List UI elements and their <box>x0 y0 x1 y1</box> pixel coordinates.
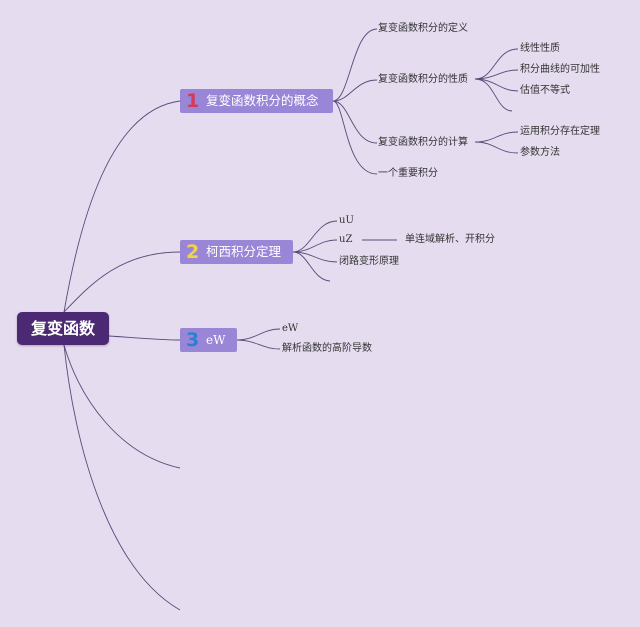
connector-comp-1 <box>474 131 519 143</box>
connector-b1-important <box>332 100 378 175</box>
branch-3-number: 3 <box>186 329 200 351</box>
connector-root-branch1 <box>63 100 181 313</box>
uZ-detail[interactable]: 单连域解析、开积分 <box>405 234 495 245</box>
branch-2-number: 2 <box>186 241 200 263</box>
connector-root-branch2 <box>63 251 181 313</box>
connector-b2-closed <box>292 251 338 263</box>
connector-b1-properties <box>332 79 378 102</box>
connector-b3-eW <box>236 328 281 341</box>
connector-root-branch3 <box>108 335 181 341</box>
connector-b1-definition <box>332 28 378 102</box>
connector-root-empty-1 <box>63 344 181 469</box>
b1-child-properties[interactable]: 复变函数积分的性质 <box>378 74 468 85</box>
root-node[interactable]: 复变函数 <box>17 312 109 345</box>
branch-1-label: 复变函数积分的概念 <box>206 93 319 108</box>
b1-child-definition[interactable]: 复变函数积分的定义 <box>378 23 468 34</box>
connector-b3-higher <box>236 339 281 350</box>
b2-child-closed-path-deformation[interactable]: 闭路变形原理 <box>339 256 399 267</box>
branch-1-number: 1 <box>186 90 200 112</box>
b3-child-eW[interactable]: eW <box>282 323 299 334</box>
connector-b2-uZ <box>292 239 338 253</box>
connector-root-empty-2 <box>63 344 181 611</box>
connector-b2-empty <box>292 251 331 282</box>
branch-3-label: eW <box>206 333 226 347</box>
branch-2-node[interactable]: 2 柯西积分定理 <box>180 240 293 264</box>
computation-existence-theorem[interactable]: 运用积分存在定理 <box>520 126 600 137</box>
branch-2-label: 柯西积分定理 <box>206 244 282 259</box>
connector-comp-2 <box>474 141 519 154</box>
connector-b1-computation <box>332 100 378 144</box>
property-linearity[interactable]: 线性性质 <box>520 43 560 54</box>
connector-prop-1 <box>474 48 519 80</box>
b2-child-uU[interactable]: uU <box>339 215 354 226</box>
connector-prop-3 <box>474 78 519 92</box>
b3-child-higher-derivatives[interactable]: 解析函数的高阶导数 <box>282 343 372 354</box>
branch-1-node[interactable]: 1 复变函数积分的概念 <box>180 89 333 113</box>
connector-prop-4 <box>474 78 513 112</box>
connector-prop-2 <box>474 69 519 80</box>
computation-parameter-method[interactable]: 参数方法 <box>520 147 560 158</box>
b1-child-computation[interactable]: 复变函数积分的计算 <box>378 137 468 148</box>
b1-child-important-integral[interactable]: 一个重要积分 <box>378 168 438 179</box>
connector-b2-uU <box>292 220 338 253</box>
property-estimate-inequality[interactable]: 估值不等式 <box>520 85 570 96</box>
property-additivity[interactable]: 积分曲线的可加性 <box>520 64 600 75</box>
branch-3-node[interactable]: 3 eW <box>180 328 237 352</box>
b2-child-uZ[interactable]: uZ <box>339 234 353 245</box>
